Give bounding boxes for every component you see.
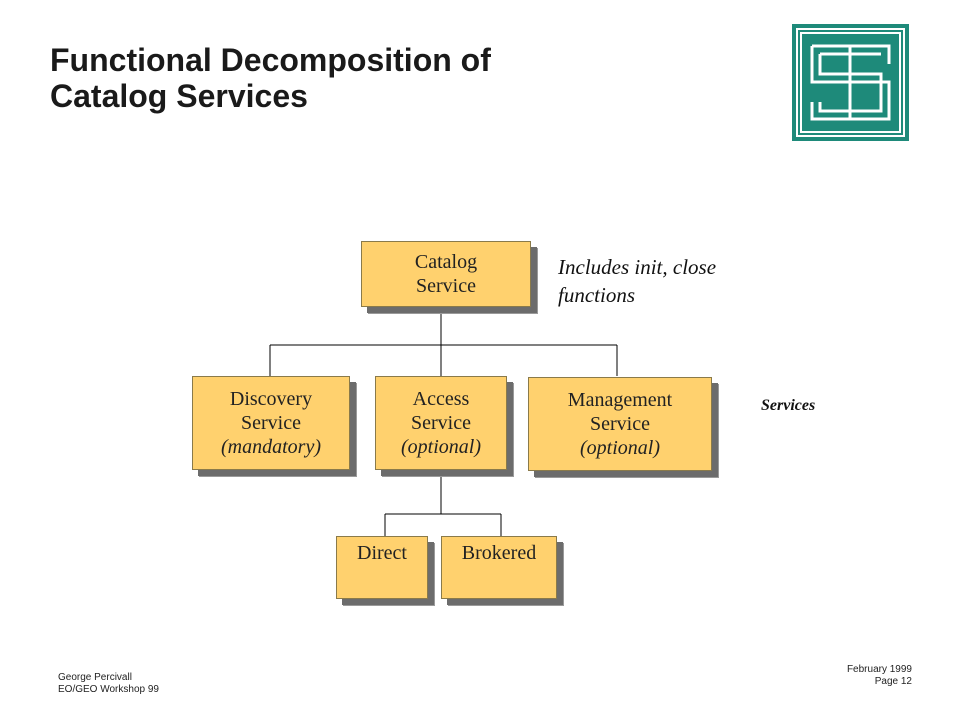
footer-left: George Percivall EO/GEO Workshop 99 <box>58 672 159 696</box>
catalog-service-line-1: Catalog <box>414 251 478 273</box>
footer-author: George Percivall <box>58 672 132 683</box>
discovery-service-box: Discovery Service (mandatory) <box>192 376 350 470</box>
discovery-service-line-3: (mandatory) <box>221 436 321 458</box>
brokered-box: Brokered <box>441 536 557 599</box>
slide-title-line-2: Catalog Services <box>50 78 308 114</box>
slide-title: Functional Decomposition of Catalog Serv… <box>50 42 491 114</box>
brokered-label: Brokered <box>461 542 537 564</box>
management-service-line-1: Management <box>567 389 673 411</box>
footer-event: EO/GEO Workshop 99 <box>58 684 159 695</box>
discovery-service-line-2: Service <box>241 412 301 434</box>
catalog-service-line-2: Service <box>416 275 476 297</box>
access-service-box: Access Service (optional) <box>375 376 507 470</box>
management-service-box: Management Service (optional) <box>528 377 712 471</box>
footer-right: February 1999 Page 12 <box>847 664 912 688</box>
management-service-line-2: Service <box>590 413 650 435</box>
cgs-logo-icon <box>792 24 909 141</box>
discovery-service-line-1: Discovery <box>229 388 313 410</box>
catalog-service-box: Catalog Service <box>361 241 531 307</box>
root-note-line-1: Includes init, close <box>558 255 717 279</box>
root-note-line-2: functions <box>558 283 635 307</box>
management-service-line-3: (optional) <box>580 437 660 459</box>
direct-box: Direct <box>336 536 428 599</box>
access-service-line-1: Access <box>412 388 470 410</box>
direct-label: Direct <box>357 542 407 564</box>
access-service-line-3: (optional) <box>401 436 481 458</box>
footer-page: Page 12 <box>874 676 912 687</box>
access-service-line-2: Service <box>411 412 471 434</box>
root-note: Includes init, close functions <box>558 253 716 309</box>
services-label: Services <box>761 397 816 414</box>
slide-title-line-1: Functional Decomposition of <box>50 42 491 78</box>
footer-date: February 1999 <box>846 664 912 675</box>
